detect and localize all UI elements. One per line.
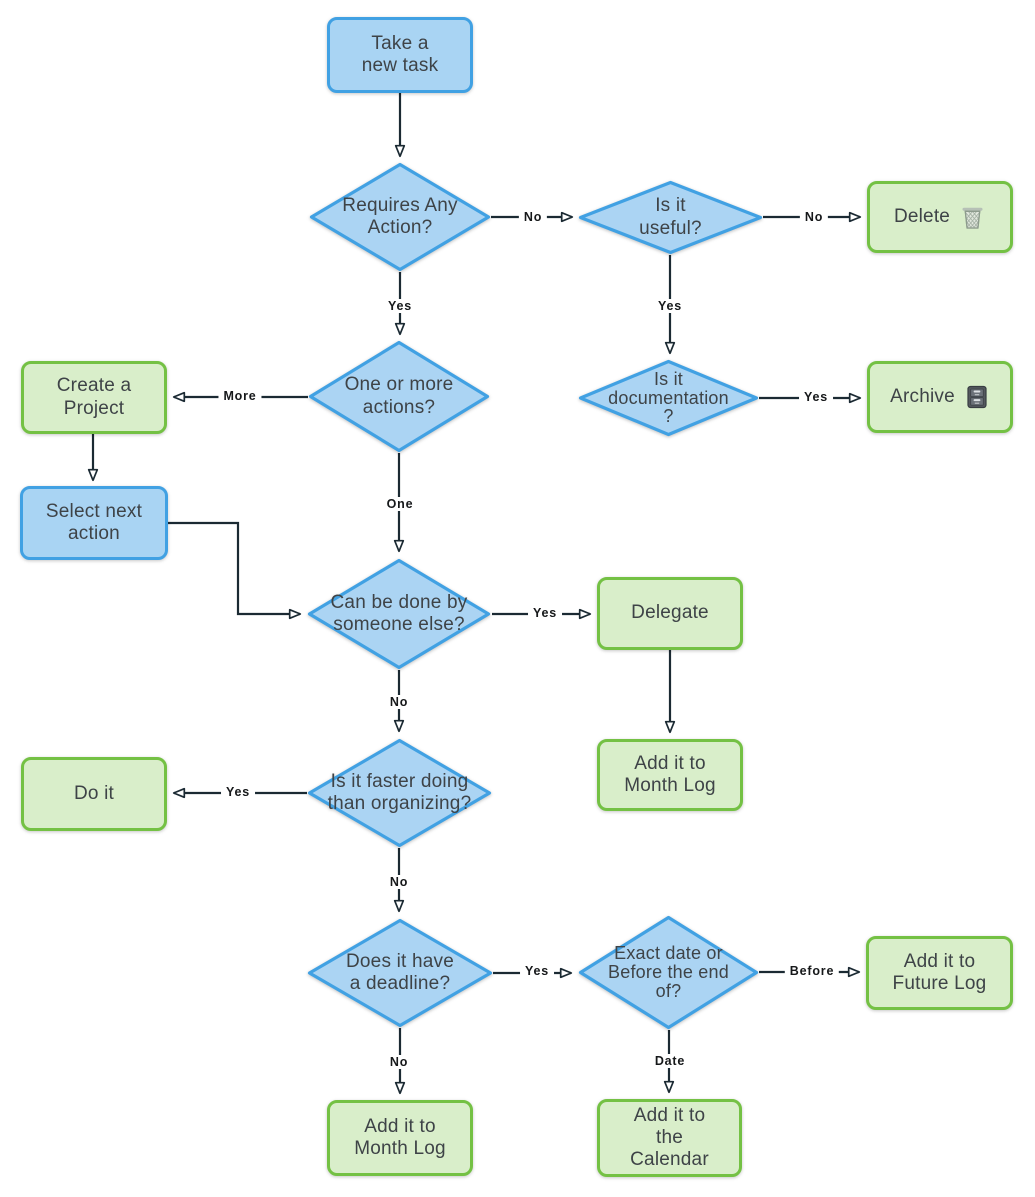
- node-label: Select next action: [45, 500, 143, 544]
- diamond-shape: [307, 918, 493, 1028]
- node-label: Is it useful?: [639, 195, 702, 239]
- node-select-next-action: Select next action: [20, 486, 168, 560]
- node-label: Delete: [893, 205, 951, 227]
- edge-label-can-be-done-no: No: [384, 695, 414, 709]
- node-add-it-to-the-calendar: Add it to the Calendar: [597, 1099, 742, 1177]
- node-is-it-documentation: Is it documentation ?: [578, 359, 759, 437]
- node-label: Add it to Month Log: [354, 1115, 446, 1159]
- node-label: Create a Project: [56, 375, 132, 419]
- edge-label-exact-date-date: Date: [649, 1054, 691, 1068]
- node-delegate: Delegate: [597, 577, 743, 650]
- diamond-shape: [578, 915, 759, 1030]
- diamond-shape: [578, 180, 763, 255]
- node-do-it: Do it: [21, 757, 167, 831]
- edge-label-is-faster-no: No: [384, 875, 414, 889]
- edge-label-exact-date-before: Before: [784, 964, 840, 978]
- node-label: Take a new task: [361, 32, 439, 76]
- edge-label-can-be-done-yes: Yes: [528, 606, 562, 620]
- node-one-or-more-actions: One or more actions?: [308, 340, 490, 453]
- edge-label-is-useful-no: No: [799, 210, 829, 224]
- edge-label-has-deadline-no: No: [384, 1055, 414, 1069]
- diamond-shape: [308, 340, 490, 453]
- node-label: Archive: [890, 385, 955, 407]
- node-add-it-to-month-log-bottom: Add it to Month Log: [327, 1100, 473, 1176]
- edge-label-is-useful-yes: Yes: [653, 299, 687, 313]
- node-label: Add it to Month Log: [624, 752, 716, 796]
- node-can-be-done-by-someone-else: Can be done by someone else?: [307, 558, 491, 670]
- diamond-shape: [578, 359, 759, 437]
- node-label: Do it: [73, 782, 115, 804]
- node-label: Delegate: [631, 602, 709, 624]
- node-take-a-new-task: Take a new task: [327, 17, 473, 93]
- file-cabinet-icon: [967, 385, 987, 409]
- node-add-it-to-future-log: Add it to Future Log: [866, 936, 1013, 1010]
- node-create-a-project: Create a Project: [21, 361, 167, 434]
- edge-label-one-or-more-more: More: [218, 389, 262, 403]
- node-label: Does it have a deadline?: [345, 950, 454, 994]
- diamond-shape: [307, 558, 491, 670]
- wastebasket-icon: [962, 207, 983, 229]
- edge-label-requires-action-yes: Yes: [383, 299, 417, 313]
- node-label: One or more actions?: [344, 374, 454, 418]
- node-label: Requires Any Action?: [342, 194, 458, 238]
- node-label: Add it to Future Log: [892, 950, 987, 994]
- edge-label-one-or-more-one: One: [381, 497, 419, 511]
- node-is-it-useful: Is it useful?: [578, 180, 763, 255]
- edge-label-is-faster-yes: Yes: [221, 785, 255, 799]
- node-label: Can be done by someone else?: [330, 591, 468, 635]
- node-label: Add it to the Calendar: [630, 1104, 709, 1171]
- node-does-it-have-a-deadline: Does it have a deadline?: [307, 918, 493, 1028]
- node-label: Exact date or Before the end of?: [608, 943, 729, 1001]
- diamond-shape: [307, 738, 492, 848]
- node-add-it-to-month-log-delegate: Add it to Month Log: [597, 739, 743, 811]
- diamond-shape: [309, 162, 491, 272]
- node-requires-any-action: Requires Any Action?: [309, 162, 491, 272]
- edge-label-documentation-yes: Yes: [799, 390, 833, 404]
- node-label: Is it faster doing than organizing?: [327, 770, 472, 814]
- node-is-it-faster-doing-than-organizing: Is it faster doing than organizing?: [307, 738, 492, 848]
- connector-select-next-to-can-be-done: [168, 521, 302, 620]
- edge-label-has-deadline-yes: Yes: [520, 964, 554, 978]
- node-delete: Delete: [867, 181, 1013, 253]
- edge-label-requires-action-no: No: [518, 210, 548, 224]
- node-archive: Archive: [867, 361, 1013, 433]
- node-label: Is it documentation ?: [608, 368, 729, 427]
- node-exact-date-or-before-the-end-of: Exact date or Before the end of?: [578, 915, 759, 1030]
